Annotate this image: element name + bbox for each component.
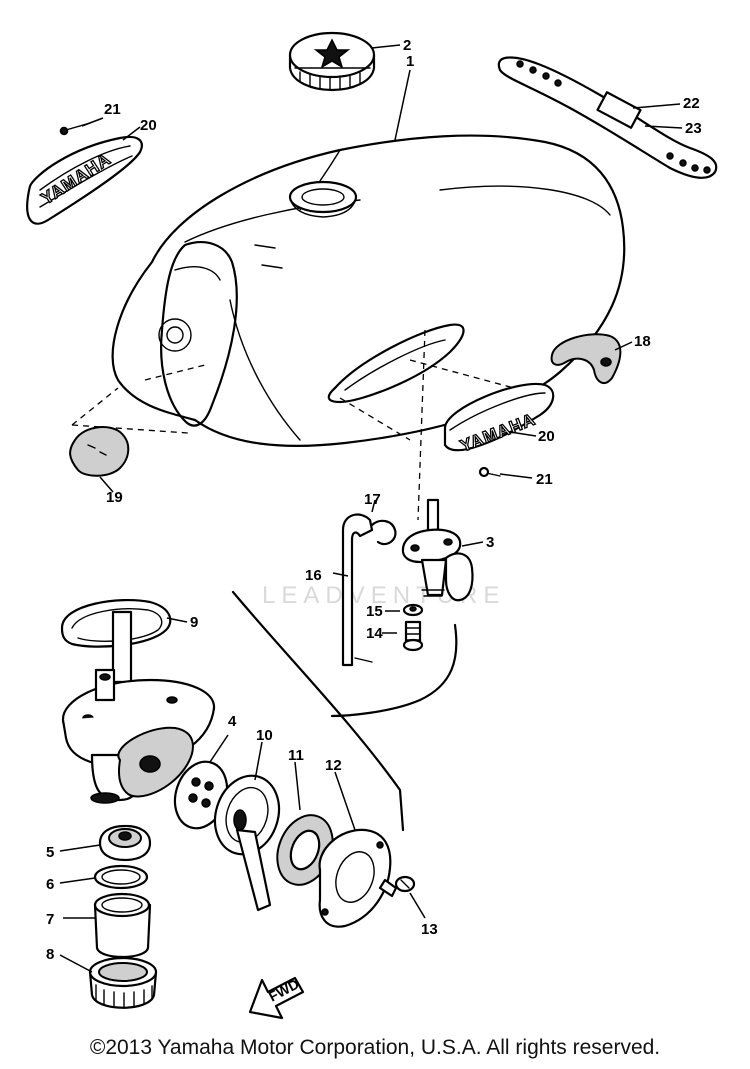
callout-12: 12: [325, 757, 342, 774]
callout-6: 6: [46, 876, 54, 893]
part-12-cover-plate: [318, 828, 392, 928]
part-fuel-cock-body-lower: [61, 610, 216, 804]
part-3-fuel-cock-upper: [401, 498, 474, 602]
callout-17: 17: [364, 491, 381, 508]
callout-18: 18: [634, 333, 651, 350]
part-21-screw-right: [478, 466, 501, 478]
part-13-screw: [378, 875, 416, 898]
callout-labels: 1 2 3 4 5 6 7 8 9 10 11 12 13 14 15 16 1…: [46, 37, 702, 963]
part-17-clip: [370, 519, 397, 546]
callout-4: 4: [228, 713, 237, 730]
callout-14: 14: [366, 625, 383, 642]
part-18-rubber-bracket: [550, 333, 622, 385]
part-7-filter-cup: [93, 892, 152, 958]
copyright-notice: ©2013 Yamaha Motor Corporation, U.S.A. A…: [89, 1036, 661, 1059]
section-divider-line: [231, 590, 405, 832]
callout-15: 15: [366, 603, 383, 620]
callout-20a: 20: [140, 117, 157, 134]
part-10-lever: [213, 774, 281, 912]
callout-1: 1: [406, 53, 414, 70]
callout-21b: 21: [536, 471, 553, 488]
leader-lines: [59, 44, 683, 973]
part-2-filler-cap: [288, 31, 376, 92]
callout-13: 13: [421, 921, 438, 938]
callout-2: 2: [403, 37, 411, 54]
part-14-screw: [402, 620, 424, 652]
part-15-washer: [402, 603, 424, 617]
callout-5: 5: [46, 844, 54, 861]
callout-22: 22: [683, 95, 700, 112]
callout-21a: 21: [104, 101, 121, 118]
callout-8: 8: [46, 946, 54, 963]
callout-20b: 20: [538, 428, 555, 445]
part-8-retaining-nut: [88, 956, 158, 1009]
part-6-o-ring: [93, 864, 149, 890]
part-1-fuel-tank: [71, 134, 626, 521]
part-22-23-tank-strap: [497, 56, 718, 179]
fuel-cock-body-outline: [330, 623, 458, 718]
part-19-cushion: [69, 426, 130, 477]
callout-10: 10: [256, 727, 273, 744]
part-20-emblem-right: YAMAHA: [443, 382, 555, 456]
callout-7: 7: [46, 911, 54, 928]
part-4-strainer-disc: [173, 760, 229, 830]
callout-3: 3: [486, 534, 494, 551]
callout-19: 19: [106, 489, 123, 506]
part-5-cap: [98, 824, 152, 862]
forward-direction-arrow: FWD: [248, 976, 305, 1020]
part-16-fuel-pipe: [341, 513, 374, 667]
callout-23: 23: [685, 120, 702, 137]
callout-9: 9: [190, 614, 198, 631]
callout-16: 16: [305, 567, 322, 584]
callout-11: 11: [288, 747, 304, 764]
part-20-emblem-left: YAMAHA: [26, 135, 143, 225]
